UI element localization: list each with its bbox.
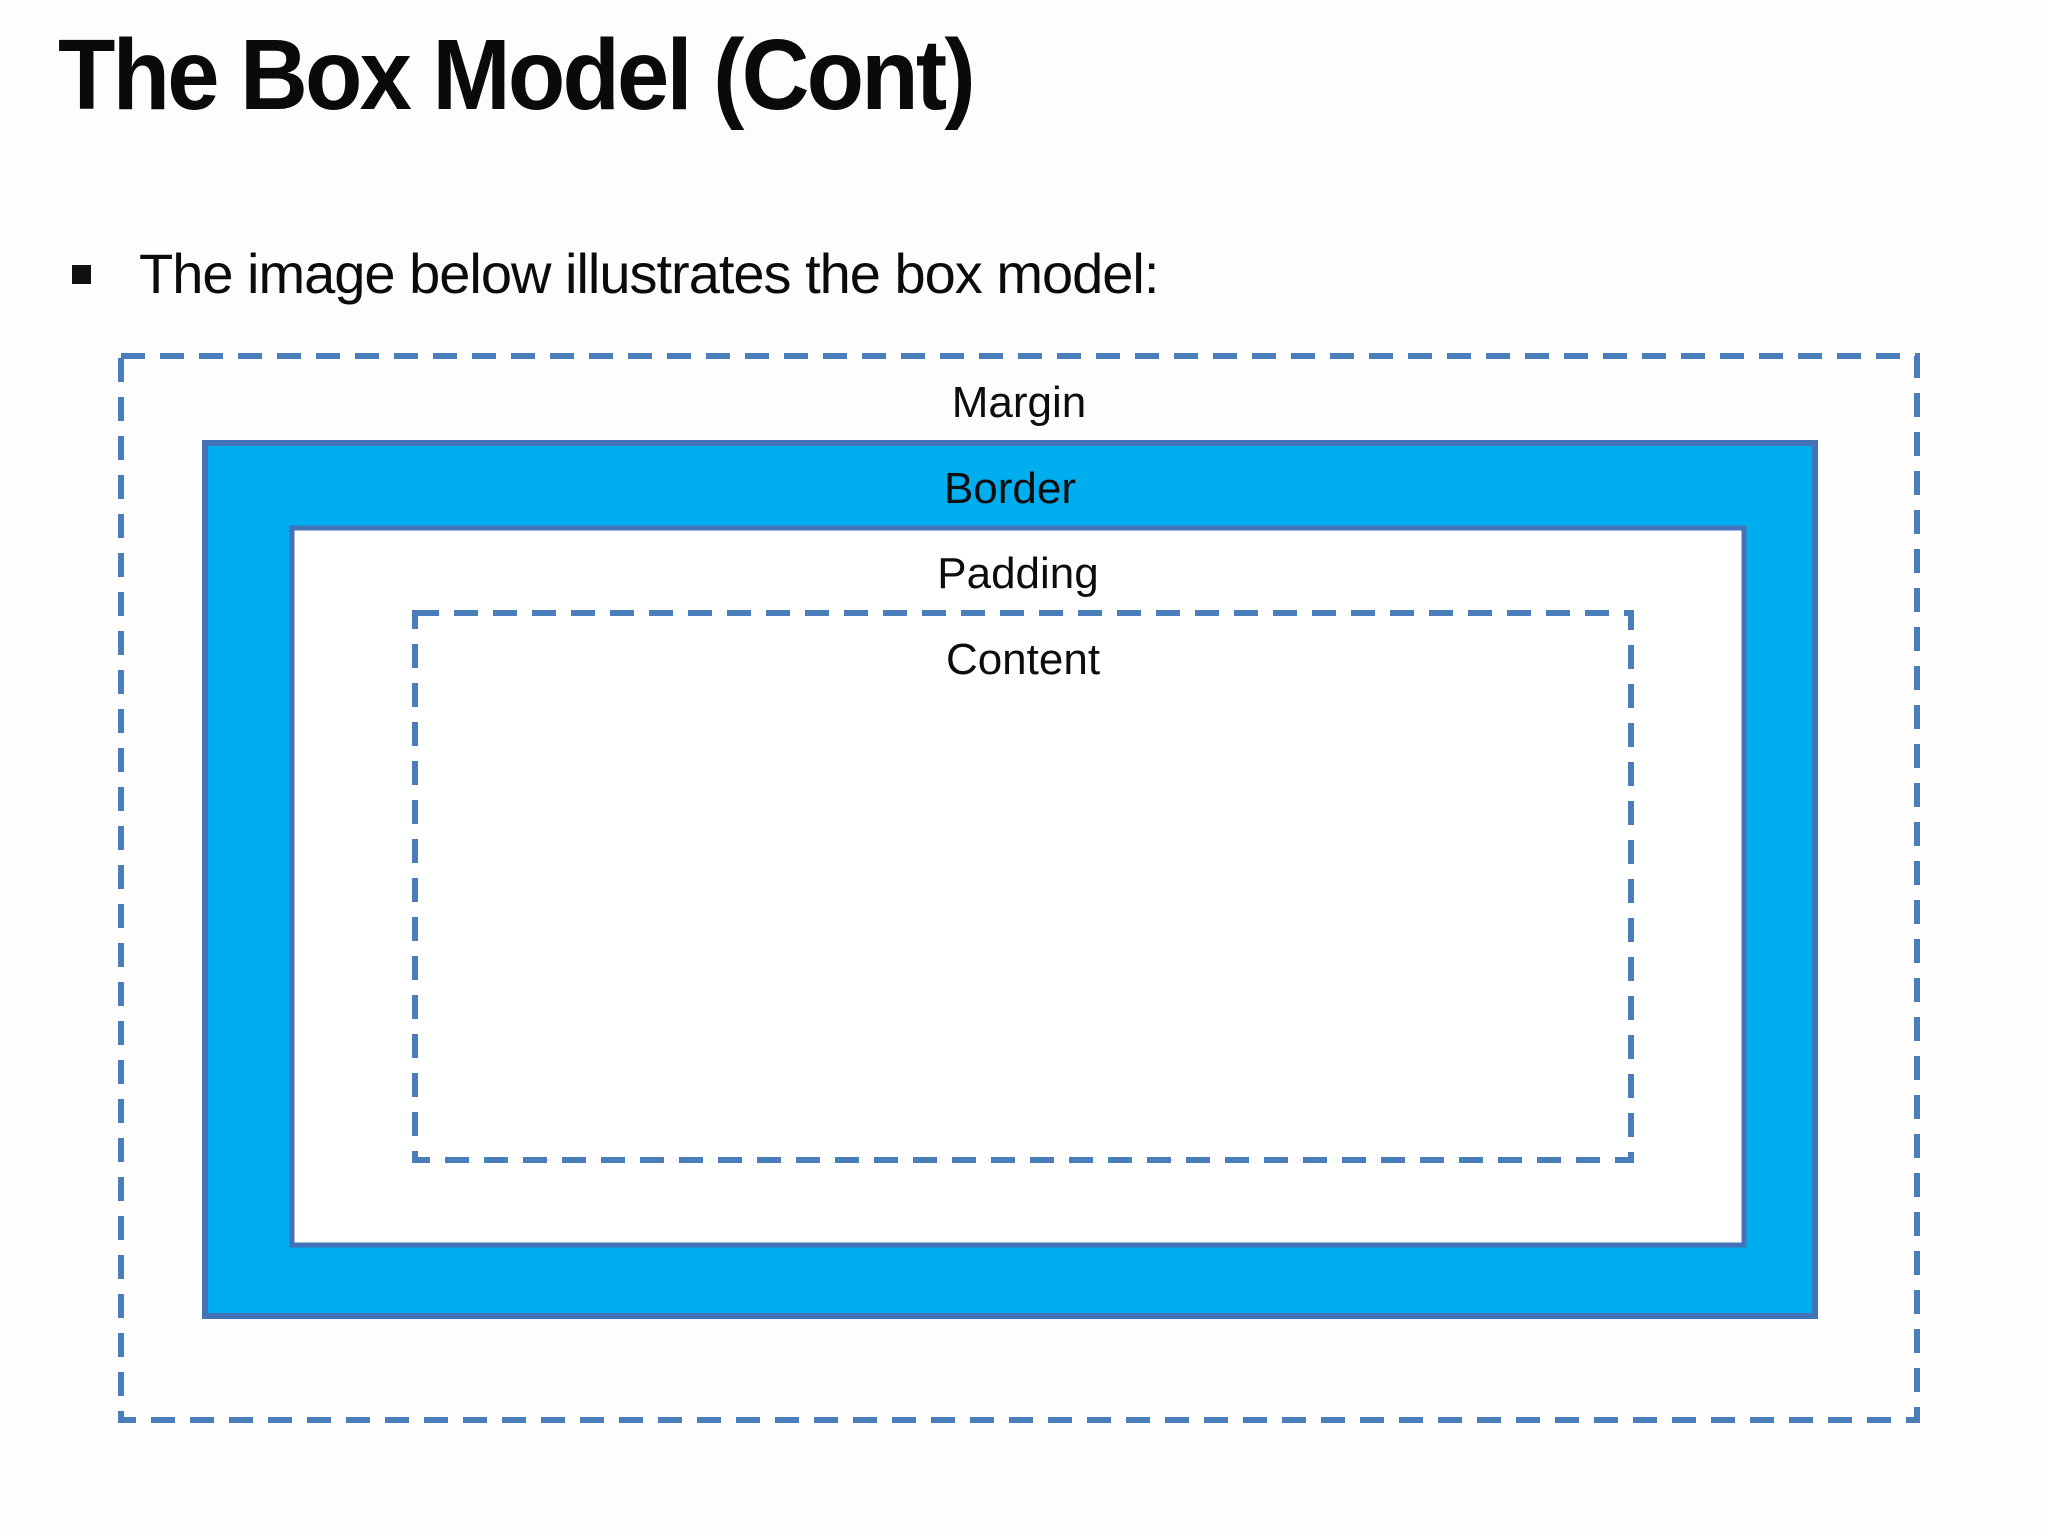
padding-box [289,525,1747,1248]
slide-title: The Box Model (Cont) [58,19,976,131]
bullet-square-icon [72,265,91,284]
content-label: Content [946,635,1100,684]
box-model-diagram: Margin Border Padding Content [118,353,1920,1423]
bullet-text: The image below illustrates the box mode… [139,242,1159,305]
bullet-line: The image below illustrates the box mode… [72,240,1159,307]
padding-label: Padding [937,549,1098,598]
content-box [412,610,1634,1163]
border-label: Border [944,464,1076,513]
margin-label: Margin [952,378,1087,427]
